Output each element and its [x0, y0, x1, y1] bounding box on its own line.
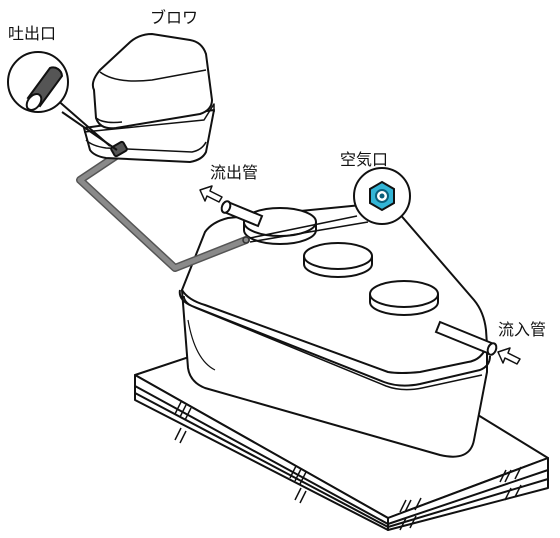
air-tube: [76, 148, 250, 272]
outflow-pipe-label: 流出管: [210, 163, 259, 182]
air-port-nut-icon: [249, 167, 411, 243]
blower: [83, 33, 215, 163]
inflow-pipe: [434, 320, 498, 356]
blower-label: ブロワ: [150, 8, 199, 27]
outlet-port-magnifier-icon: [7, 51, 118, 151]
inflow-pipe-label: 流入管: [498, 320, 547, 339]
manhole-cover-2: [303, 242, 373, 278]
flow-direction-arrow-icon: [199, 185, 521, 365]
septic-tank: [178, 202, 491, 458]
outlet-port-label: 吐出口: [8, 24, 57, 43]
air-port-label: 空気口: [340, 150, 389, 169]
manhole-cover-3: [369, 280, 439, 316]
outflow-pipe: [220, 200, 264, 228]
